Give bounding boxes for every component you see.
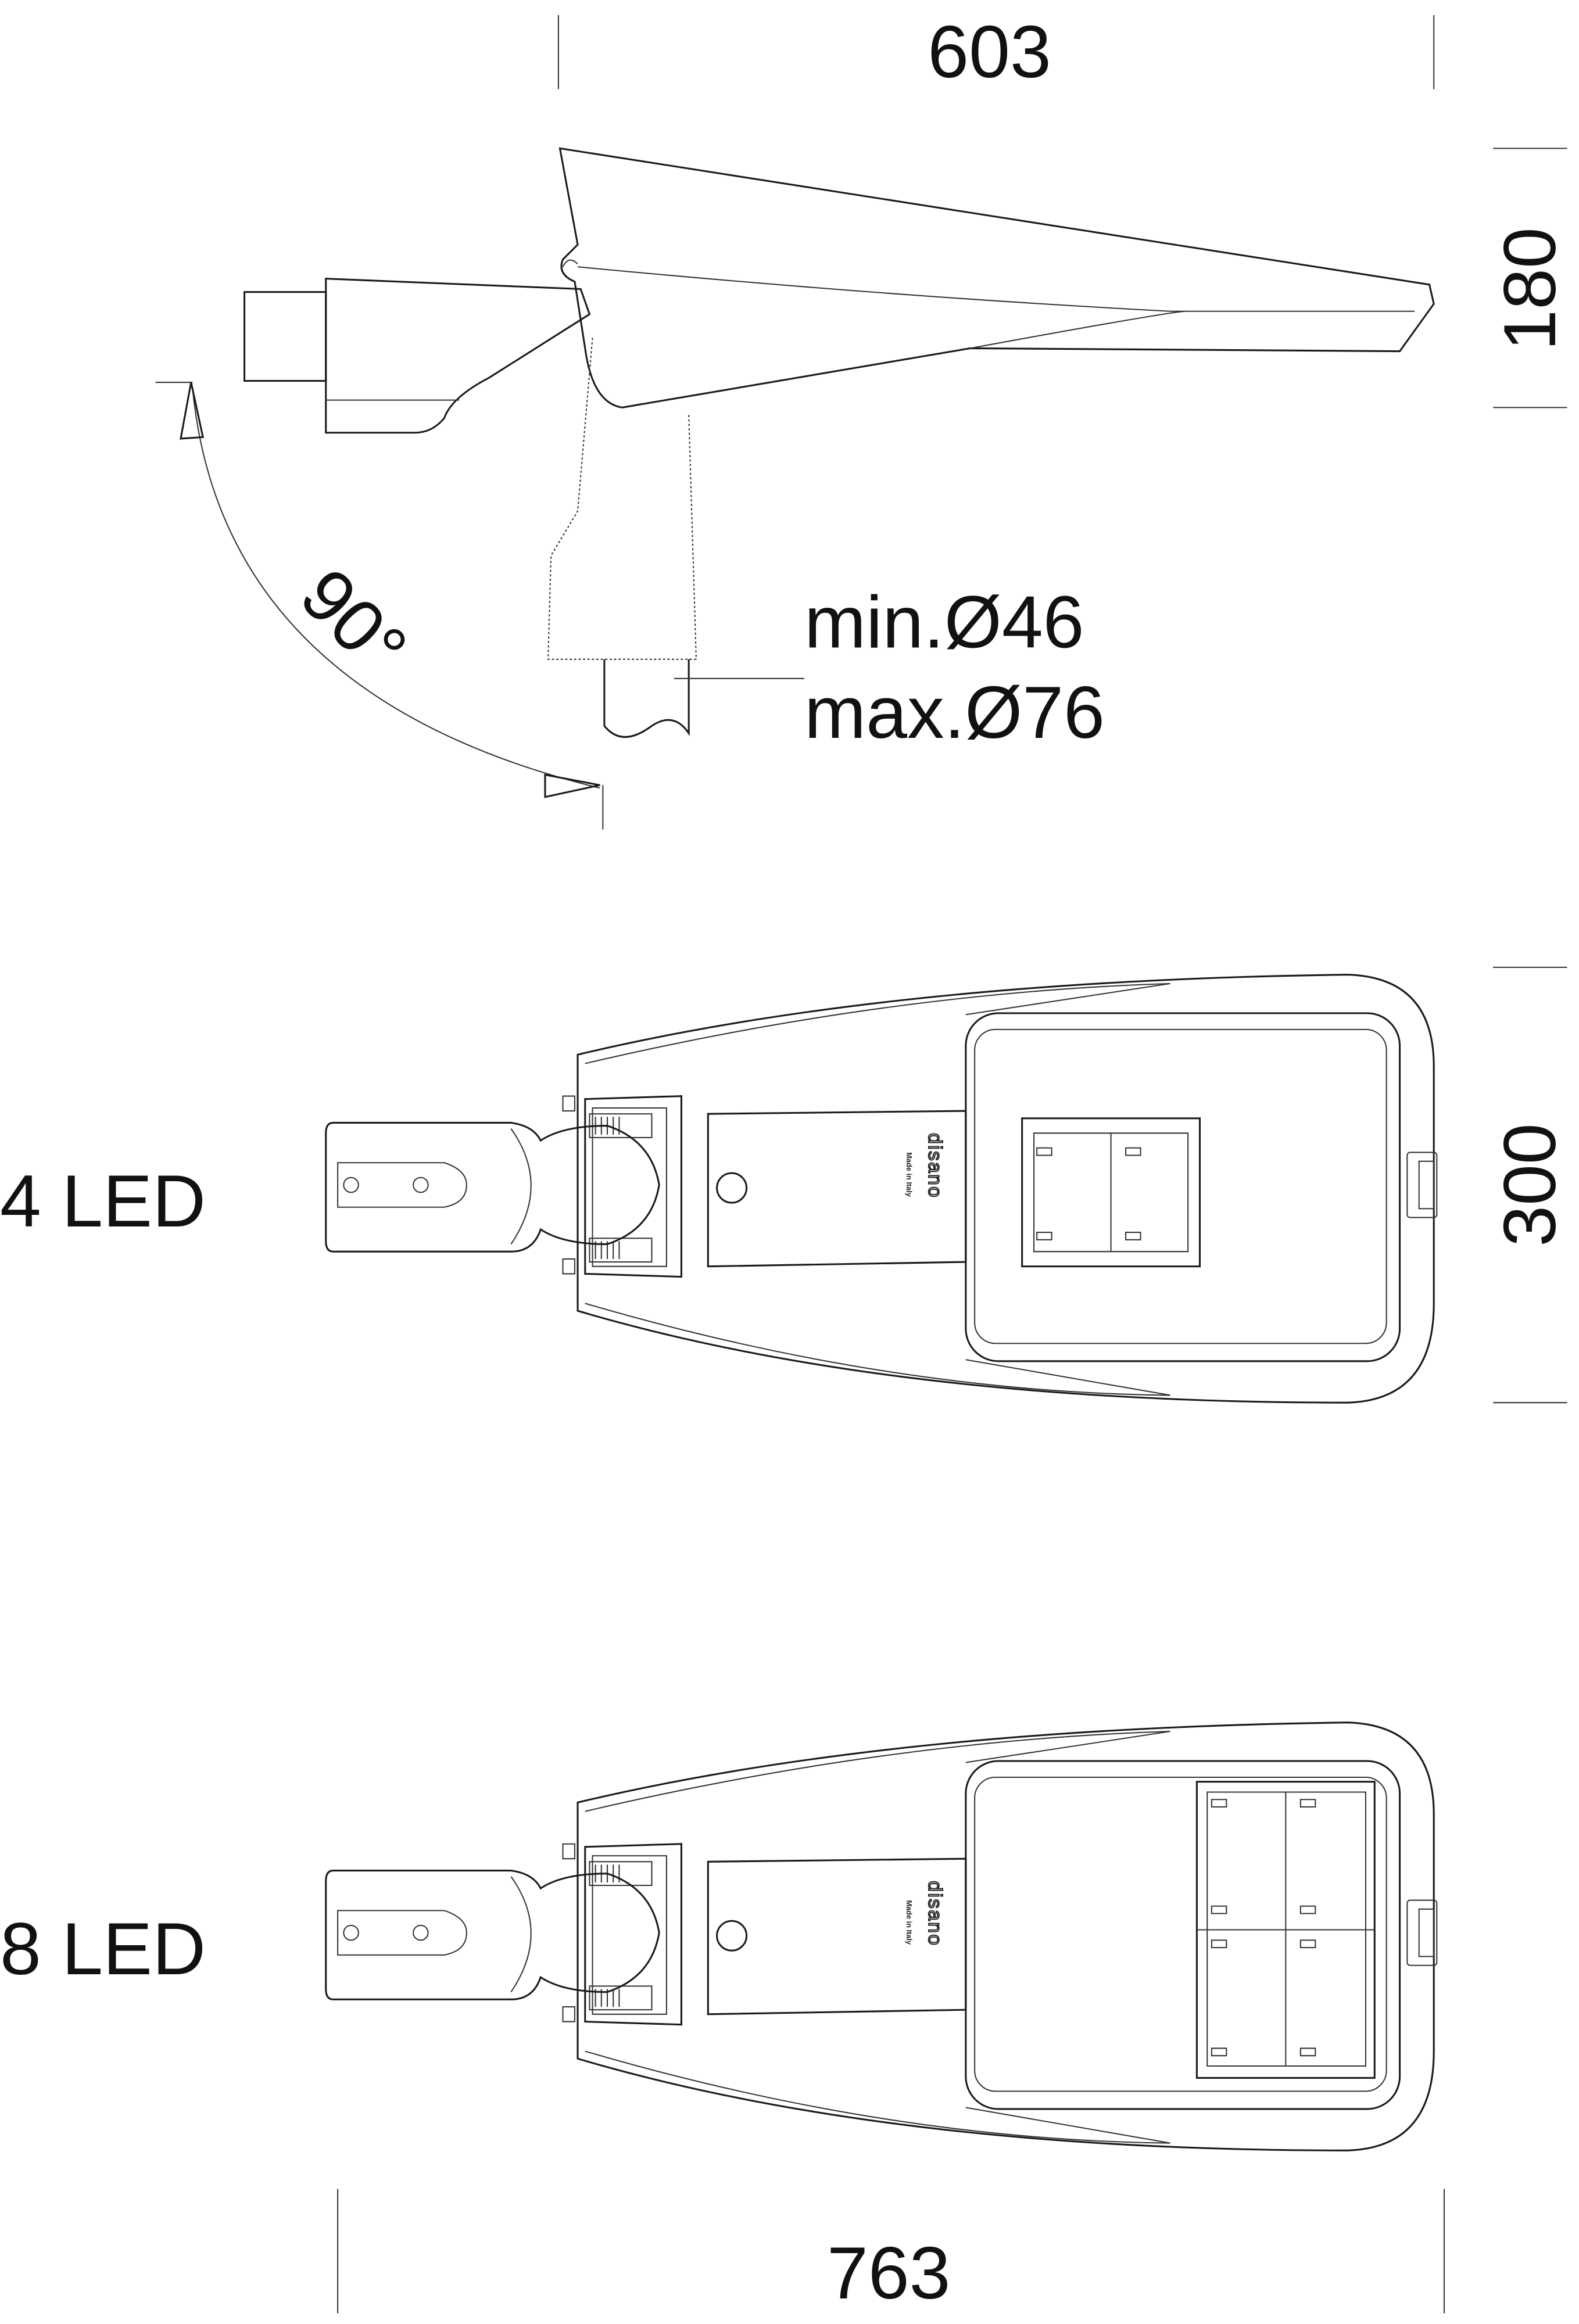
dim-overall-length: 763	[827, 2232, 951, 2315]
dim-side-length: 603	[928, 11, 1051, 94]
view-label-4-led: 4 LED	[0, 1160, 206, 1243]
view-label-8-led: 8 LED	[0, 1908, 206, 1991]
pole-dotted	[547, 338, 697, 660]
overall-length-dimension: 763	[337, 2189, 1445, 2315]
spigot-side	[244, 291, 327, 382]
made-in-italy: Made in Italy	[905, 1900, 914, 1945]
made-in-italy: Made in Italy	[905, 1152, 914, 1197]
top-view-4-led: disano Made in Italy 4 LED 300	[0, 966, 1571, 1404]
dim-top-width: 300	[1489, 1123, 1571, 1247]
top-view-8-led: disano Made in Italy 8 LED	[0, 1722, 1438, 2151]
pole-max-diameter: max.Ø76	[804, 672, 1105, 754]
pole-min-diameter: min.Ø46	[804, 581, 1084, 664]
brand-logo: disano	[924, 1881, 946, 1946]
dim-side-height: 180	[1489, 227, 1571, 351]
tilt-angle: 90°	[285, 553, 423, 691]
side-view: 603 180 90° min.Ø46 max.Ø76	[155, 11, 1571, 830]
pole	[603, 659, 690, 738]
brand-logo: disano	[924, 1133, 946, 1199]
lamp-head-side	[558, 147, 1435, 408]
